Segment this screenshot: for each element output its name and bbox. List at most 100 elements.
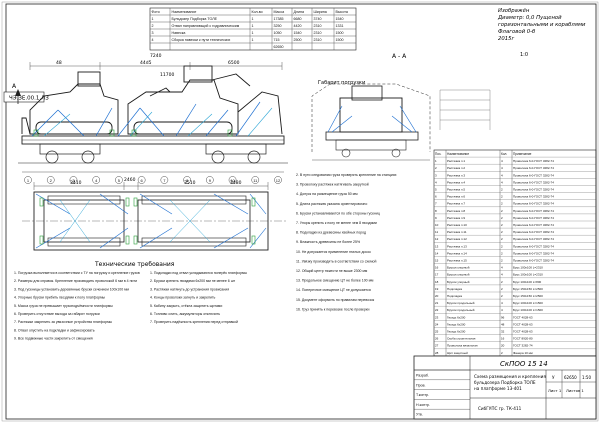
spec-cell: Брус 100х100 L=2310 <box>513 266 543 270</box>
header-line-3: горизонтальными и кораблями <box>498 22 586 28</box>
cargo-table-cell: 4 <box>152 38 154 42</box>
spec-cell: 20 <box>435 294 439 298</box>
position-number: 10 <box>230 178 235 183</box>
note-line: 3. Растяжки натянуть до устранения прови… <box>150 287 229 291</box>
plan-dozer-right <box>137 199 251 243</box>
spec-cell: 14 <box>435 251 439 255</box>
note-line: 2. Размеры для справок. Крепление произв… <box>14 279 137 283</box>
spec-cell: 2 <box>501 294 503 298</box>
spec-cell: 4 <box>501 301 503 305</box>
cargo-table-cell: 1 <box>252 24 254 28</box>
spec-cell: Брусок упорный <box>447 280 470 284</box>
position-number: 1 <box>27 178 30 183</box>
note-line: 3. Под гусеницы установить деревянные бр… <box>14 287 130 291</box>
dim-top-1: 48 <box>56 60 62 66</box>
notes-middle: 1. Подкладки под отвал укладываются попе… <box>150 271 247 324</box>
cargo-table-cell: 1540 <box>336 17 344 21</box>
spec-cell: 4 <box>501 180 503 184</box>
position-number: 9 <box>209 178 212 183</box>
dozer-left <box>21 71 119 135</box>
doc-code: СкПОО 15 14 <box>500 360 548 368</box>
spec-cell: 2 <box>501 287 503 291</box>
stamp-code: ЧЭ.ЗЕ.00.1.ЛЗ <box>9 96 49 102</box>
chocks-elevation <box>33 129 233 137</box>
spec-cell: ГОСТ 4028-63 <box>513 322 533 326</box>
position-bubble <box>69 176 78 184</box>
spec-cell: 4 <box>501 273 503 277</box>
cargo-table-cell: 715 <box>274 38 280 42</box>
spec-cell: 7 <box>435 202 437 206</box>
title-block: СкПОО 15 14 Схема размещения и крепления… <box>413 355 597 420</box>
dim-top-2: 44d5 <box>140 60 152 66</box>
note-line: 5. Масса груза не превышает грузоподъёмн… <box>14 304 113 308</box>
note-line: 7. Проверить надёжность крепления перед … <box>150 320 238 324</box>
spec-cell: Брус 100х100 L=1500 <box>513 308 543 312</box>
spec-cell: Растяжка п.6 <box>447 195 465 199</box>
spec-cell: ГОСТ 8920-80 <box>513 337 533 341</box>
spec-cell: 3 <box>435 173 437 177</box>
spec-cell: Проволока 6-0-ГОСТ 3282-74 <box>513 202 554 206</box>
tb-sheets: Листов 1 <box>566 388 584 393</box>
spec-cell: Проволока 6-0-ГОСТ 3282-74 <box>513 223 554 227</box>
position-bubble <box>183 176 191 184</box>
note-line: 8. Подкладки из древесины хвойных пород <box>296 231 366 235</box>
dozer-right <box>127 65 283 135</box>
cargo-table-cell: 1500 <box>336 38 344 42</box>
spec-cell: Скоба строительная <box>447 337 476 341</box>
spec-cell: ГОСТ 4028-63 <box>513 330 533 334</box>
plan-tie-downs-cyan <box>59 199 211 243</box>
spec-cell: Растяжка п.2 <box>447 166 465 170</box>
section-hatch <box>439 89 491 130</box>
spec-cell: Проволока 6-0-ГОСТ 3282-74 <box>513 237 554 241</box>
spec-cell: 4 <box>501 159 503 163</box>
spec-cell: 48 <box>501 322 505 326</box>
tie-downs-elevation-cyan <box>43 107 273 137</box>
plan-tie-downs <box>35 193 267 249</box>
note-line: 8. Отвал опустить на подкладки и зафикси… <box>14 328 95 332</box>
note-line: 13. Продольное смещение ЦТ не более 100 … <box>296 279 374 283</box>
note-line: 16. Груз принять к перевозке после прове… <box>296 307 369 311</box>
spec-cell: Фанера 10 мм <box>513 351 533 355</box>
spec-cell: Проволока 6-0-ГОСТ 3282-74 <box>513 195 554 199</box>
spec-cell: Брусок упорный <box>447 273 470 277</box>
spec-cell: 2 <box>501 237 503 241</box>
tb-title-1: Схема размещения и крепления <box>474 374 546 379</box>
stamp-box <box>3 91 45 103</box>
spec-cell: 20 <box>501 344 505 348</box>
spec-cell: Проволока 6-0-ГОСТ 3282-74 <box>513 216 554 220</box>
spec-cell: 4 <box>501 308 503 312</box>
position-bubble <box>137 176 146 184</box>
note-line: 3. Проволоку растяжек натягивать закрутк… <box>296 183 369 187</box>
position-bubble <box>160 176 169 184</box>
spec-cell: 24 <box>435 322 439 326</box>
spec-cell: Проволока вязальная <box>447 344 478 348</box>
spec-cell: 32 <box>501 330 505 334</box>
cargo-table-cell: 2310 <box>314 38 322 42</box>
section-cargo <box>339 97 403 133</box>
spec-cell: Растяжка п.4 <box>447 180 465 184</box>
position-bubble <box>206 176 214 184</box>
cargo-table-cell: 3740 <box>314 17 322 21</box>
note-line: 4. Концы проволоки загнуть и закрепить <box>150 296 216 300</box>
cargo-table-cell: 6680 <box>294 17 302 21</box>
spec-cell: Растяжка п.7 <box>447 202 465 206</box>
notes-right: 2. В пути следования груза проверять кре… <box>296 173 397 311</box>
header-title: Изображён Диаметр: 0,0 Пущеной горизонта… <box>497 8 586 42</box>
spec-cell: 2 <box>501 259 503 263</box>
view-a-label: А <box>12 83 17 90</box>
tb-signature-label: Пров. <box>416 383 426 387</box>
weight-tag: 11700 <box>160 72 174 78</box>
spec-cell: 10 <box>435 223 439 227</box>
note-line: 1. Подкладки под отвал укладываются попе… <box>150 271 247 275</box>
note-line: 5. Кабину закрыть, стёкла защитить щитам… <box>150 304 222 308</box>
tb-signature-label: Разраб. <box>416 374 429 378</box>
note-line: 2. Бруски крепить гвоздями 6х200 мм не м… <box>150 279 236 283</box>
header-line-2: Диаметр: 0,0 Пущеной <box>497 15 562 21</box>
note-line: 1. Погрузка выполняется в соответствии с… <box>14 271 140 275</box>
header-small-code: 1:0 <box>520 52 528 58</box>
plan-dim-2: 2460 <box>124 177 136 183</box>
spec-cell: Проволока 6-0-ГОСТ 3282-74 <box>513 173 554 177</box>
gabarit-label: Габарит погрузки <box>318 80 365 86</box>
cargo-table-cell: 1 <box>252 31 254 35</box>
header-line-1: Изображён <box>498 8 530 14</box>
